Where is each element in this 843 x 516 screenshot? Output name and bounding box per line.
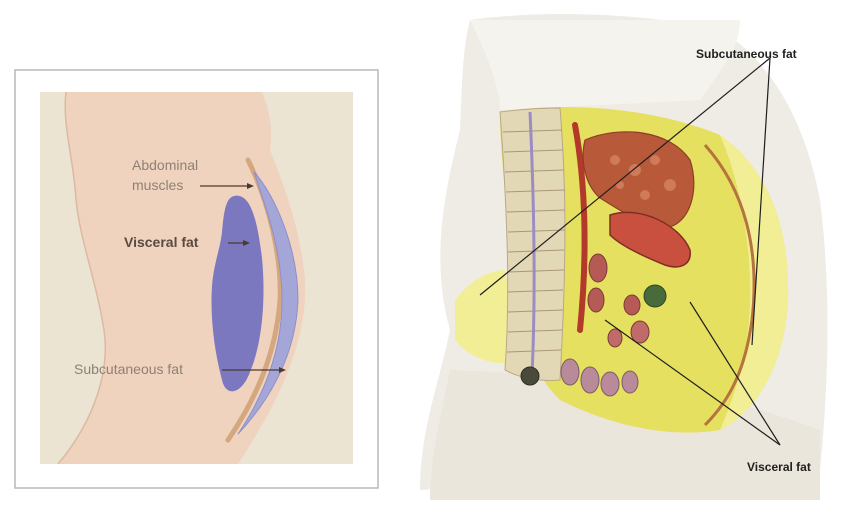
body-silhouette: [58, 92, 305, 464]
right-visceral-fat-label: Visceral fat: [747, 461, 811, 473]
right-subcutaneous-fat-label: Subcutaneous fat: [696, 48, 797, 60]
chest-highlight: [470, 20, 740, 110]
abdominal-muscles-label-line2: muscles: [132, 178, 183, 192]
left-diagram: [15, 70, 378, 488]
visceral-fat-label: Visceral fat: [124, 235, 198, 249]
subcutaneous-fat-label: Subcutaneous fat: [74, 362, 183, 376]
abdominal-muscles-label-line1: Abdominal: [132, 158, 198, 172]
right-illustration: [420, 14, 828, 500]
